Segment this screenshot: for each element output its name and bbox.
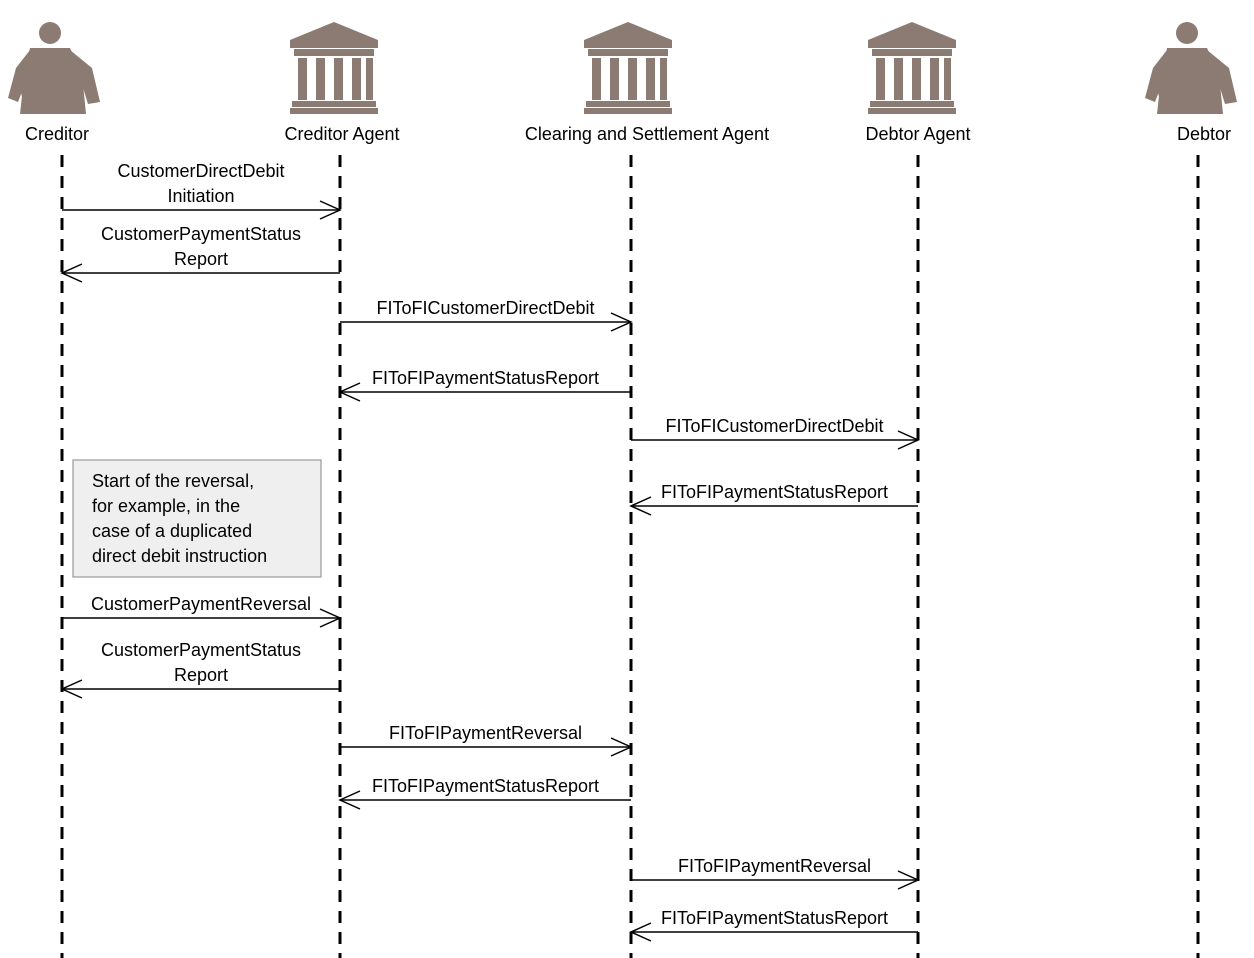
message-label: Report — [174, 249, 228, 269]
note-line: Start of the reversal, — [92, 471, 254, 491]
message-label: CustomerPaymentReversal — [91, 594, 311, 614]
note-box — [72, 459, 322, 578]
message: FIToFIPaymentStatusReport — [629, 482, 918, 516]
participant-creditor-agent: Creditor Agent — [284, 22, 400, 144]
arrowhead-icon — [338, 382, 361, 402]
arrowhead-icon — [897, 870, 920, 890]
arrowhead-icon — [60, 679, 83, 699]
message: FIToFIPaymentReversal — [340, 723, 633, 757]
message-label: CustomerPaymentStatus — [101, 224, 301, 244]
message-label: FIToFIPaymentStatusReport — [661, 908, 888, 928]
bank-icon — [290, 22, 378, 114]
message-label: FIToFICustomerDirectDebit — [665, 416, 883, 436]
note-line: direct debit instruction — [92, 546, 267, 566]
message-label: Report — [174, 665, 228, 685]
message-label: CustomerDirectDebit — [117, 161, 284, 181]
bank-icon — [584, 22, 672, 114]
message-label: FIToFICustomerDirectDebit — [376, 298, 594, 318]
message: FIToFICustomerDirectDebit — [340, 298, 633, 332]
arrowhead-icon — [629, 496, 652, 516]
arrowhead-icon — [319, 200, 342, 220]
message: CustomerPaymentReversal — [62, 594, 342, 628]
message-label: CustomerPaymentStatus — [101, 640, 301, 660]
participant-label: Debtor Agent — [865, 124, 970, 144]
arrowhead-icon — [319, 608, 342, 628]
participant-label: Debtor — [1177, 124, 1231, 144]
arrowhead-icon — [338, 790, 361, 810]
arrowhead-icon — [897, 430, 920, 450]
participant-debtor-agent: Debtor Agent — [865, 22, 971, 144]
message-label: Initiation — [167, 186, 234, 206]
message-label: FIToFIPaymentStatusReport — [372, 776, 599, 796]
message-label: FIToFIPaymentStatusReport — [372, 368, 599, 388]
message-label: FIToFIPaymentStatusReport — [661, 482, 888, 502]
arrowhead-icon — [610, 312, 633, 332]
message: FIToFIPaymentStatusReport — [629, 908, 918, 942]
participant-debtor: Debtor — [1145, 22, 1237, 144]
arrowhead-icon — [629, 922, 652, 942]
message-label: FIToFIPaymentReversal — [389, 723, 582, 743]
reversal-note: Start of the reversal, for example, in t… — [72, 459, 322, 578]
message: FIToFIPaymentStatusReport — [338, 776, 631, 810]
person-icon — [1145, 22, 1237, 114]
message: FIToFICustomerDirectDebit — [631, 416, 920, 450]
participant-csm-agent: Clearing and Settlement Agent — [525, 22, 769, 144]
message-label: FIToFIPaymentReversal — [678, 856, 871, 876]
participant-label: Clearing and Settlement Agent — [525, 124, 769, 144]
participant-label: Creditor Agent — [284, 124, 399, 144]
person-icon — [8, 22, 100, 114]
message: FIToFIPaymentReversal — [631, 856, 920, 890]
note-line: case of a duplicated — [92, 521, 252, 541]
message: FIToFIPaymentStatusReport — [338, 368, 631, 402]
arrowhead-icon — [610, 737, 633, 757]
bank-icon — [868, 22, 956, 114]
participant-creditor: Creditor — [8, 22, 100, 144]
note-line: for example, in the — [92, 496, 240, 516]
arrowhead-icon — [60, 263, 83, 283]
participant-label: Creditor — [25, 124, 89, 144]
